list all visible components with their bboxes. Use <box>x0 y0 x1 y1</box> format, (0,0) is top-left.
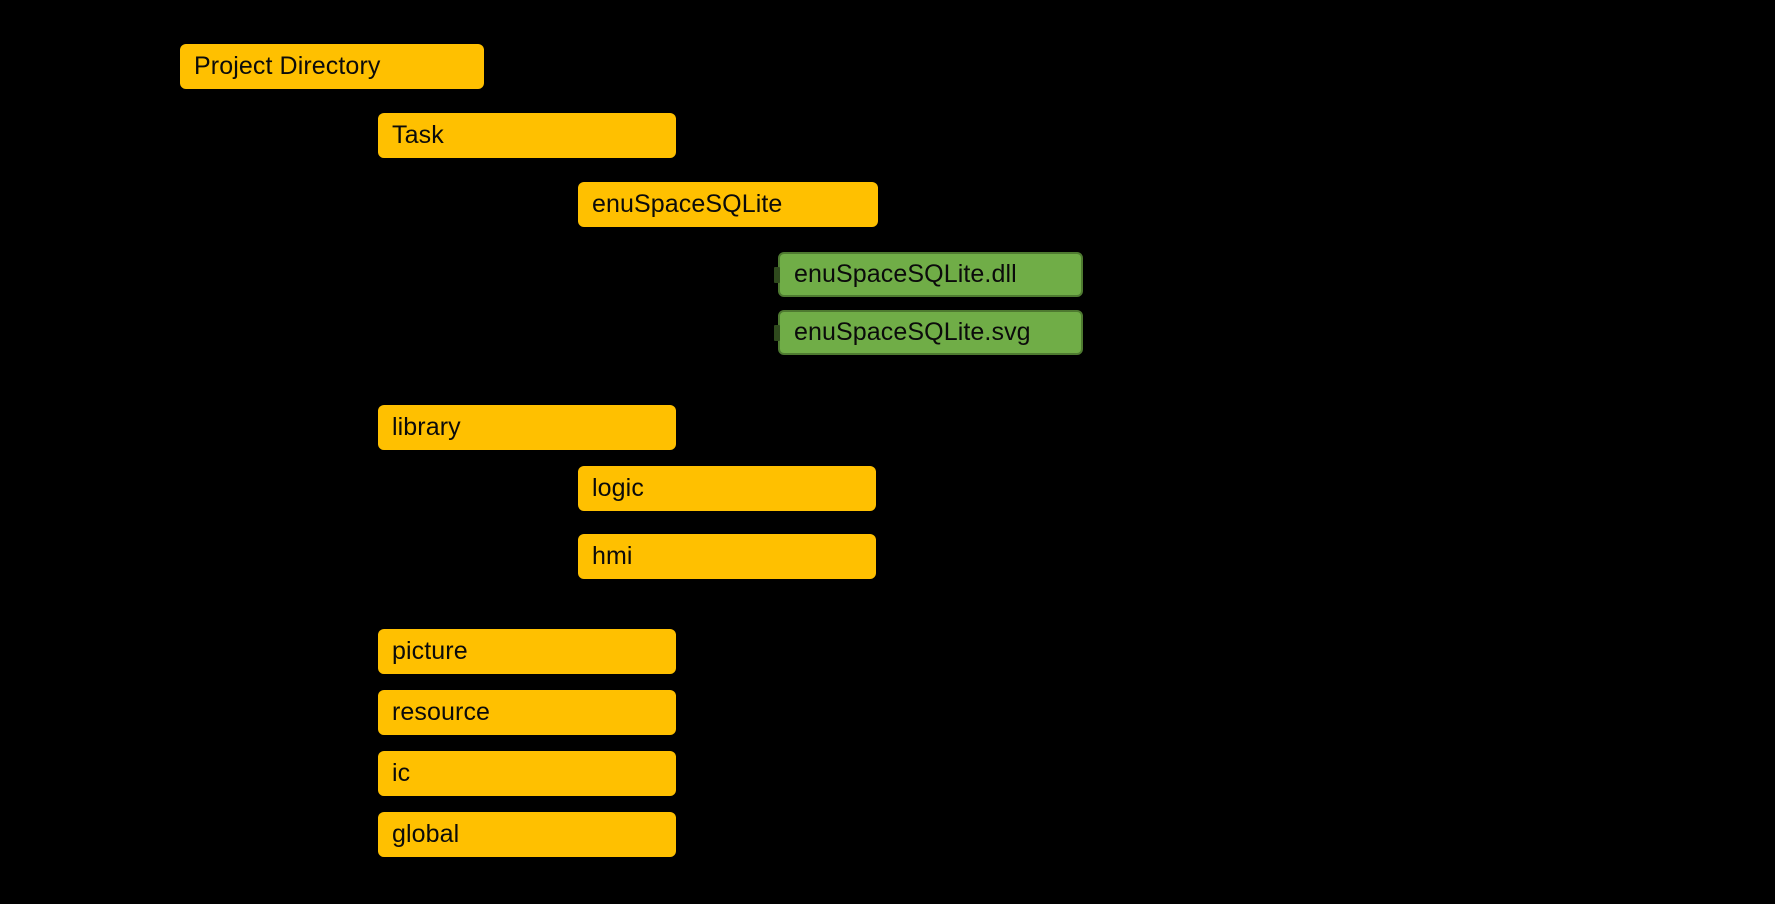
tree-node-project-directory[interactable]: Project Directory <box>180 44 484 89</box>
tree-node-enuspacesqlite-folder[interactable]: enuSpaceSQLite <box>578 182 878 227</box>
tree-node-resource[interactable]: resource <box>378 690 676 735</box>
tree-node-label: resource <box>392 698 491 726</box>
tree-node-logic[interactable]: logic <box>578 466 876 511</box>
tree-node-global[interactable]: global <box>378 812 676 857</box>
tree-node-label: picture <box>392 637 468 665</box>
tree-node-hmi[interactable]: hmi <box>578 534 876 579</box>
tree-node-label: library <box>392 413 461 441</box>
tree-node-enuspacesqlite-dll[interactable]: enuSpaceSQLite.dll <box>774 252 1083 297</box>
tree-node-task[interactable]: Task <box>378 113 676 158</box>
tree-node-label: enuSpaceSQLite.svg <box>794 318 1031 346</box>
tree-node-label: enuSpaceSQLite <box>592 190 783 218</box>
tree-node-enuspacesqlite-svg[interactable]: enuSpaceSQLite.svg <box>774 310 1083 355</box>
tree-node-label: enuSpaceSQLite.dll <box>794 260 1017 288</box>
tree-node-connector-stub <box>774 266 780 283</box>
tree-node-picture[interactable]: picture <box>378 629 676 674</box>
tree-node-library[interactable]: library <box>378 405 676 450</box>
tree-node-label: global <box>392 820 460 848</box>
tree-node-label: Task <box>392 121 444 149</box>
tree-node-label: Project Directory <box>194 52 381 80</box>
tree-node-ic[interactable]: ic <box>378 751 676 796</box>
tree-node-label: hmi <box>592 542 633 570</box>
tree-node-connector-stub <box>774 324 780 341</box>
tree-node-label: ic <box>392 759 411 787</box>
tree-node-label: logic <box>592 474 644 502</box>
